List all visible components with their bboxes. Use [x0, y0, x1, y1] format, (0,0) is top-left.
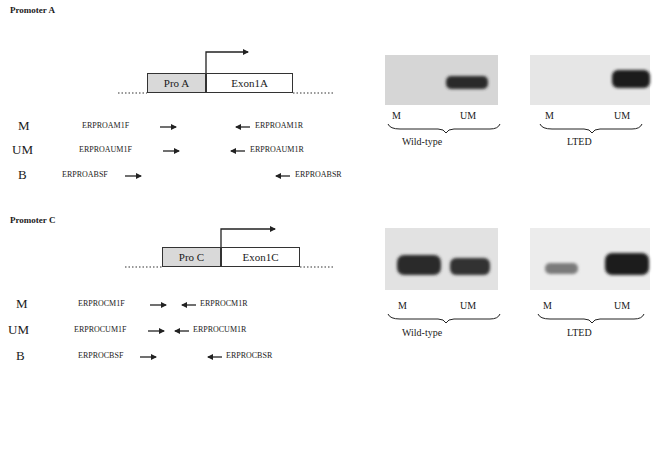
gel-band	[446, 76, 488, 89]
lane-label: M	[398, 300, 407, 311]
gel-band	[450, 258, 490, 275]
lane-label: M	[543, 300, 552, 311]
lane-label: UM	[460, 110, 476, 121]
gel-caption: Wild-type	[402, 327, 442, 338]
section-heading: Promoter A	[10, 6, 55, 16]
gel-band	[605, 253, 649, 275]
promoter-box: Pro C	[162, 247, 221, 267]
primer-name: ERPROCM1R	[200, 300, 248, 309]
primer-name: ERPROCUM1F	[74, 326, 126, 335]
gel-band	[545, 263, 578, 274]
primer-name: ERPROAM1R	[255, 122, 303, 131]
box-label: Exon1A	[231, 77, 268, 89]
box-label: Exon1C	[242, 251, 278, 263]
exon-box: Exon1A	[206, 73, 293, 93]
lane-label: UM	[460, 300, 476, 311]
primer-name: ERPROAUM1R	[250, 146, 304, 155]
box-label: Pro A	[164, 77, 189, 89]
brace	[540, 124, 642, 133]
promoter-box: Pro A	[147, 73, 206, 93]
row-label: UM	[8, 323, 29, 337]
row-label: M	[18, 119, 30, 133]
row-label: UM	[12, 143, 33, 157]
row-label: B	[18, 168, 27, 182]
gel-image	[530, 55, 650, 105]
gel-band	[612, 70, 650, 88]
gel-caption: LTED	[567, 327, 592, 338]
gel-caption: LTED	[567, 136, 592, 147]
section-heading: Promoter C	[10, 216, 55, 226]
primer-name: ERPROAM1F	[82, 122, 129, 131]
gel-image	[385, 55, 498, 105]
brace	[538, 314, 644, 323]
tss-arrow	[206, 52, 248, 73]
primer-name: ERPROCM1F	[78, 300, 125, 309]
gel-band	[397, 255, 441, 275]
box-label: Pro C	[179, 251, 204, 263]
tss-arrow	[221, 229, 275, 247]
primer-name: ERPROCBSR	[226, 352, 272, 361]
primer-name: ERPROCUM1R	[193, 326, 246, 335]
brace	[388, 124, 500, 133]
exon-box: Exon1C	[221, 247, 300, 267]
lane-label: UM	[614, 300, 630, 311]
brace	[388, 314, 500, 323]
gel-image	[385, 228, 498, 290]
primer-name: ERPROABSF	[62, 171, 108, 180]
lane-label: UM	[614, 110, 630, 121]
row-label: M	[16, 297, 28, 311]
gel-caption: Wild-type	[402, 136, 442, 147]
primer-name: ERPROAUM1F	[79, 146, 132, 155]
gel-image	[530, 228, 650, 290]
lane-label: M	[392, 110, 401, 121]
lane-label: M	[545, 110, 554, 121]
row-label: B	[16, 349, 25, 363]
primer-name: ERPROCBSF	[78, 352, 123, 361]
primer-name: ERPROABSR	[295, 171, 342, 180]
